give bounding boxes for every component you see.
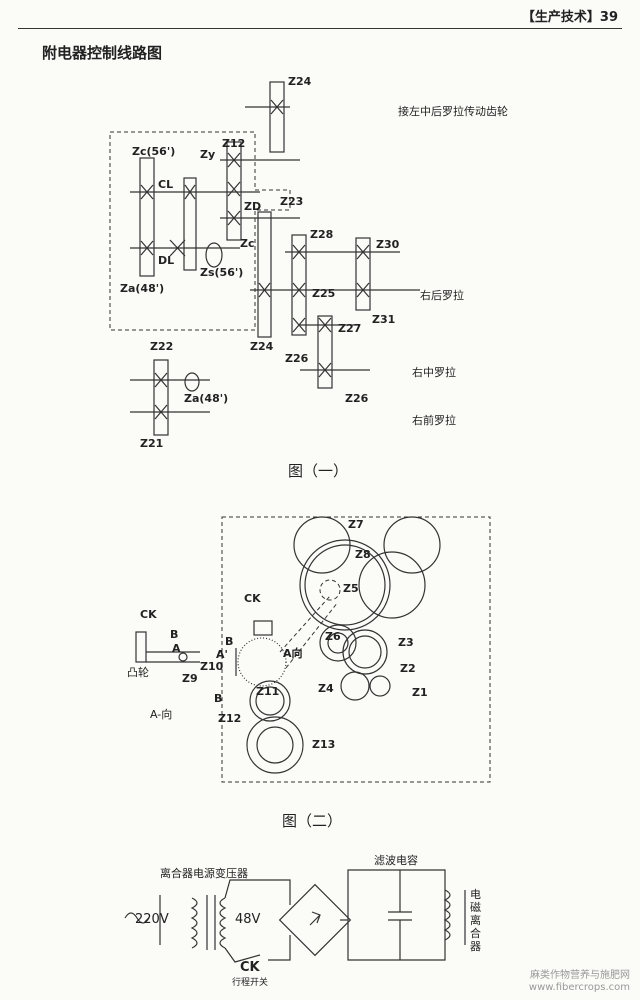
fig1-caption: 图（一） (288, 462, 349, 480)
label-za48: Za(48') (120, 282, 165, 295)
label-aprime: A' (216, 648, 228, 661)
watermark: 麻类作物营养与施肥网 www.fibercrops.com (529, 970, 630, 994)
label-transformer: 离合器电源变压器 (160, 867, 248, 880)
label-z7: Z7 (348, 518, 364, 531)
header-rule (18, 28, 622, 29)
label-limit-switch: 行程开关 (232, 978, 269, 988)
label-z9: Z9 (182, 672, 198, 685)
label-filter-capacitor: 滤波电容 (374, 854, 418, 867)
label-z2: Z2 (400, 662, 416, 675)
label-z31: Z31 (372, 313, 396, 326)
label-z30: Z30 (376, 238, 400, 251)
label-zy: Zy (200, 148, 216, 161)
label-z13: Z13 (312, 738, 336, 751)
label-zs56: Zs(56') (200, 266, 244, 279)
label-cl: CL (158, 178, 174, 191)
label-z10: Z10 (200, 660, 224, 673)
label-z3: Z3 (398, 636, 414, 649)
label-dl: DL (158, 254, 175, 267)
note-drive-gear: 接左中后罗拉传动齿轮 (398, 105, 508, 118)
label-b-top: B (170, 628, 179, 641)
label-z1: Z1 (412, 686, 428, 699)
label-z24b: Z24 (250, 340, 274, 353)
label-z24: Z24 (288, 75, 312, 88)
label-ck-left: CK (140, 608, 157, 621)
label-z27: Z27 (338, 322, 362, 335)
label-z11: Z11 (256, 685, 280, 698)
label-z6: Z6 (325, 630, 341, 643)
label-clutch: 电磁离合器 (470, 888, 481, 953)
label-z12: Z12 (222, 137, 246, 150)
label-ck-switch: CK (240, 960, 260, 975)
label-zc56: Zc(56') (132, 145, 176, 158)
label-z8: Z8 (355, 548, 371, 561)
label-a-view: A-向 (150, 708, 173, 721)
label-b-low: B (214, 692, 223, 705)
label-a-dir: A向 (283, 647, 303, 660)
label-z12-fig2: Z12 (218, 712, 242, 725)
label-z23: Z23 (280, 195, 304, 208)
fig2-caption: 图（二） (282, 812, 343, 830)
label-cam: 凸轮 (127, 666, 149, 679)
page-header: 【生产技术】39 (521, 10, 618, 25)
label-ck-top: CK (244, 592, 261, 605)
label-right-front-roller: 右前罗拉 (412, 414, 456, 427)
label-zd: ZD (244, 200, 262, 213)
label-z26b: Z26 (345, 392, 369, 405)
label-220v: 220V (135, 912, 169, 927)
label-za48b: Za(48') (184, 392, 229, 405)
page-title: 附电器控制线路图 (42, 44, 163, 62)
watermark-line1: 麻类作物营养与施肥网 (530, 970, 630, 981)
label-48v: 48V (235, 912, 261, 927)
label-z5: Z5 (343, 582, 359, 595)
label-z28: Z28 (310, 228, 334, 241)
label-right-back-roller: 右后罗拉 (420, 289, 464, 302)
label-z4: Z4 (318, 682, 334, 695)
label-right-mid-roller: 右中罗拉 (412, 366, 456, 379)
label-z22: Z22 (150, 340, 174, 353)
label-z21: Z21 (140, 437, 164, 450)
label-z26: Z26 (285, 352, 309, 365)
label-a: A (172, 642, 181, 655)
label-b-a: B (225, 635, 234, 648)
watermark-line2: www.fibercrops.com (528, 982, 630, 993)
label-zc: Zc (240, 237, 255, 250)
label-z25: Z25 (312, 287, 336, 300)
